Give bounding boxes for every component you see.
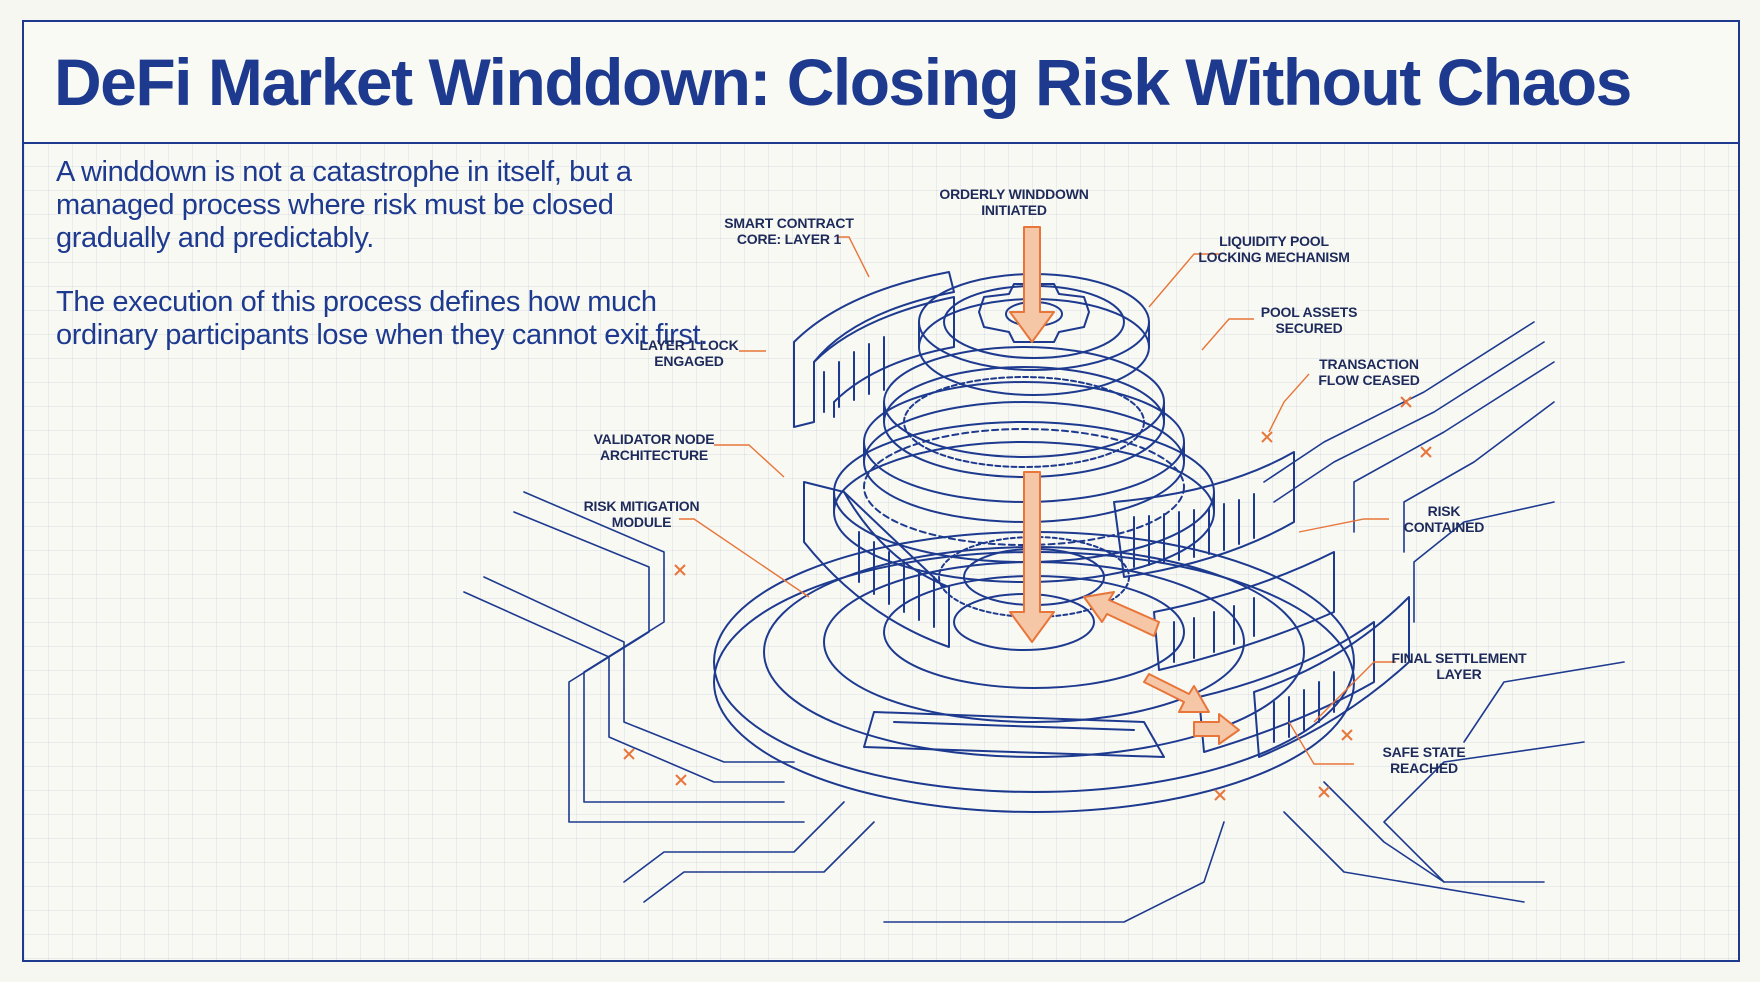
label-final-settlement: FINAL SETTLEMENT LAYER <box>1391 650 1527 682</box>
intro-paragraph-2: The execution of this process defines ho… <box>56 286 708 351</box>
risk-mitigation-panel <box>803 481 950 648</box>
settlement-arrow-3 <box>1193 713 1240 745</box>
flow-arrows <box>1009 226 1240 745</box>
label-safe-state: SAFE STATE REACHED <box>1382 744 1466 776</box>
layer1-clamp <box>793 271 955 428</box>
title-bar: DeFi Market Winddown: Closing Risk Witho… <box>24 22 1738 144</box>
label-orderly-winddown: ORDERLY WINDDOWN INITIATED <box>939 186 1089 218</box>
label-risk-contained: RISK CONTAINED <box>1403 503 1485 535</box>
label-transaction-flow-ceased: TRANSACTION FLOW CEASED <box>1318 356 1420 388</box>
winddown-arrow-top <box>1009 226 1055 343</box>
settlement-arrow-1 <box>1083 591 1160 637</box>
intro-text: A winddown is not a catastrophe in itsel… <box>56 156 716 383</box>
page-title: DeFi Market Winddown: Closing Risk Witho… <box>54 45 1632 119</box>
label-liquidity-pool-locking: LIQUIDITY POOL LOCKING MECHANISM <box>1198 233 1350 265</box>
label-validator-node: VALIDATOR NODE ARCHITECTURE <box>593 431 715 463</box>
label-smart-contract-core: SMART CONTRACT CORE: LAYER 1 <box>724 215 854 247</box>
liquidity-pool-panel <box>1113 451 1295 578</box>
x-marks <box>623 396 1432 801</box>
intro-paragraph-1: A winddown is not a catastrophe in itsel… <box>56 156 632 254</box>
winddown-machine-diagram <box>463 226 1625 923</box>
label-pool-assets-secured: POOL ASSETS SECURED <box>1260 304 1358 336</box>
label-risk-mitigation: RISK MITIGATION MODULE <box>583 498 700 530</box>
circuit-traces <box>463 321 1625 923</box>
settlement-arrow-2 <box>1143 673 1210 713</box>
blueprint-frame: DeFi Market Winddown: Closing Risk Witho… <box>22 20 1740 962</box>
winddown-arrow-center <box>1009 471 1055 643</box>
settlement-modules <box>1153 551 1410 758</box>
label-layer1-lock: LAYER 1 LOCK ENGAGED <box>639 337 739 369</box>
leader-lines <box>679 236 1396 765</box>
